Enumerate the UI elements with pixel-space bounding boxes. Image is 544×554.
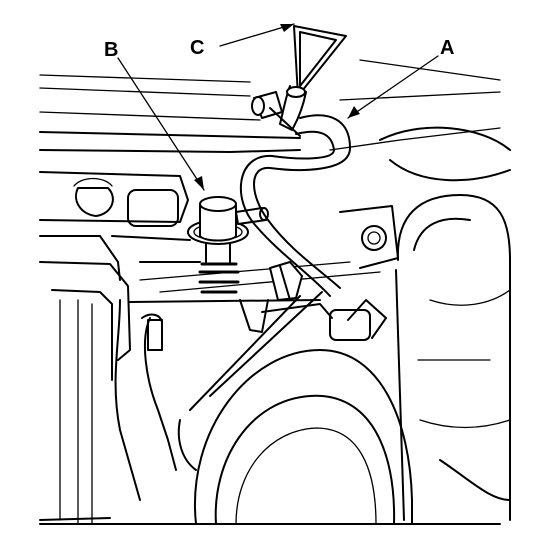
arrowhead-c xyxy=(280,24,294,32)
engine-bay-outlines xyxy=(39,59,511,525)
callout-label-b: B xyxy=(104,39,118,61)
arrowhead-a xyxy=(348,106,360,118)
callout-label-c: C xyxy=(190,37,204,59)
leader-b xyxy=(117,57,205,191)
leader-c xyxy=(219,23,295,47)
vacuum-hose xyxy=(240,114,351,301)
callout-leaders xyxy=(117,23,439,191)
leader-a xyxy=(347,55,439,119)
vacuum-pump-tool xyxy=(251,25,347,137)
arrowhead-b xyxy=(194,176,204,190)
fuel-pressure-regulator xyxy=(187,196,269,294)
callout-label-a: A xyxy=(440,37,454,59)
